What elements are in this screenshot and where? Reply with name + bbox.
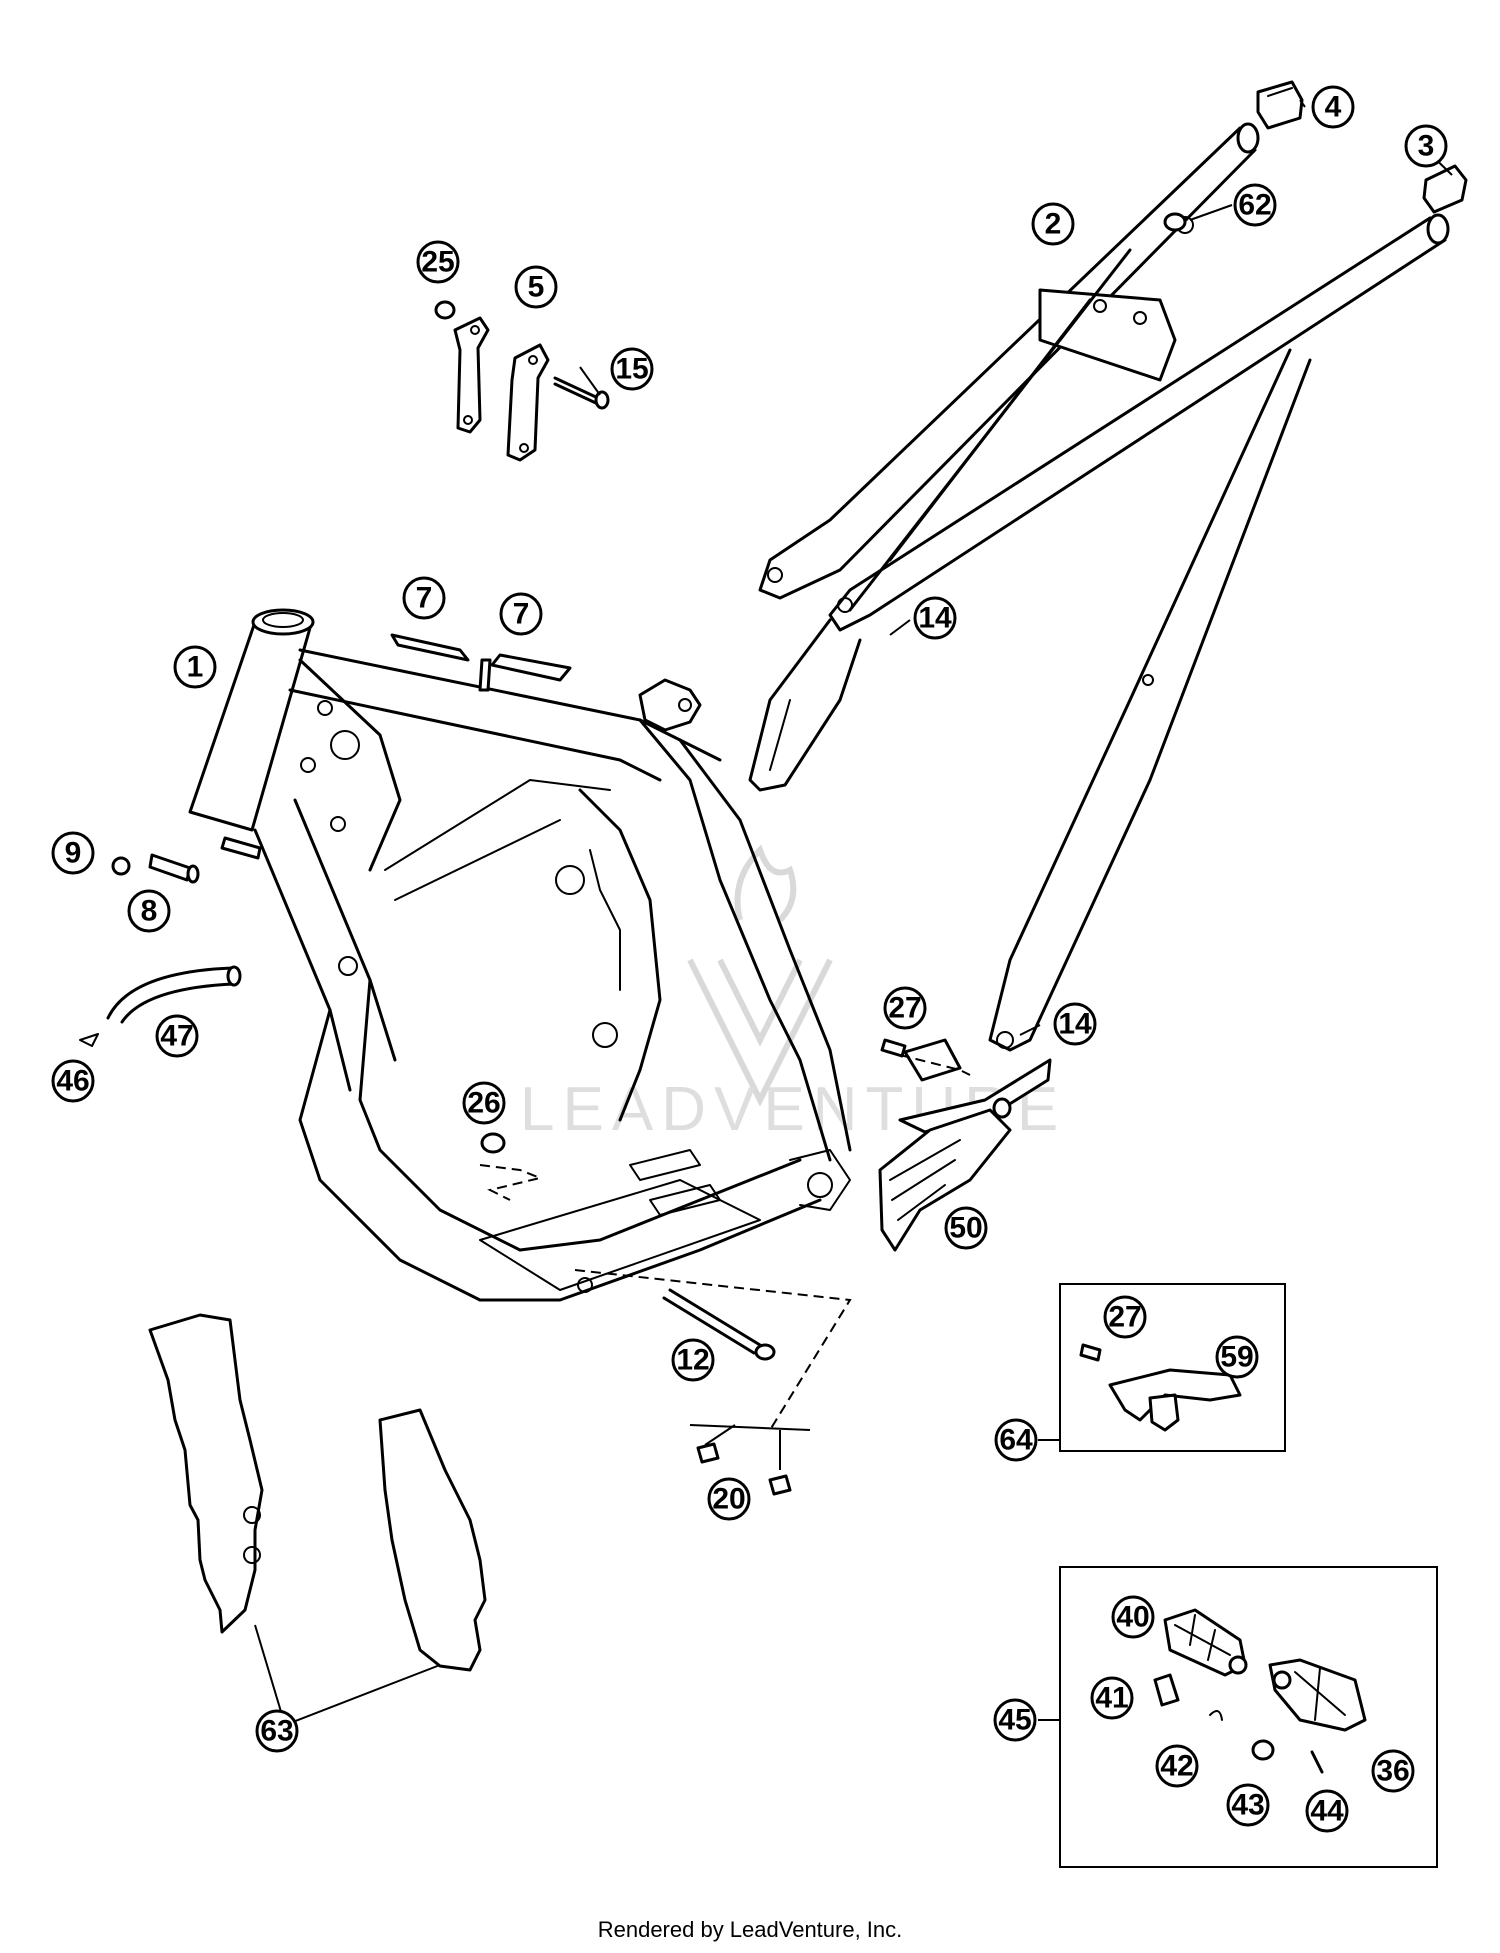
svg-text:44: 44: [1310, 1795, 1344, 1828]
main-frame: [188, 608, 852, 1302]
svg-text:59: 59: [1220, 1341, 1253, 1374]
svg-text:41: 41: [1095, 1682, 1128, 1715]
callout-9: 9: [51, 831, 95, 875]
callout-7b: 7: [499, 592, 543, 636]
svg-text:42: 42: [1160, 1750, 1193, 1783]
callout-3: 3: [1404, 124, 1448, 168]
bracket-59: [1079, 1343, 1242, 1432]
hose-47: [79, 965, 242, 1047]
svg-text:14: 14: [1058, 1008, 1092, 1041]
box-45: [1059, 1566, 1438, 1868]
nut-26: [480, 1132, 506, 1154]
callout-5: 5: [514, 265, 558, 309]
svg-text:46: 46: [56, 1065, 89, 1098]
callout-43: 43: [1226, 1783, 1270, 1827]
svg-text:36: 36: [1376, 1755, 1409, 1788]
spacer-62: [1163, 212, 1187, 232]
callout-12: 12: [671, 1338, 715, 1382]
callout-45: 45: [993, 1698, 1037, 1742]
callout-2: 2: [1031, 202, 1075, 246]
bolt-8-nut-9: [111, 836, 262, 884]
svg-text:15: 15: [615, 353, 648, 386]
svg-text:9: 9: [65, 837, 82, 870]
callout-41: 41: [1090, 1676, 1134, 1720]
svg-text:62: 62: [1238, 189, 1271, 222]
svg-text:3: 3: [1418, 130, 1435, 163]
end-cap-3: [1422, 164, 1468, 214]
svg-text:8: 8: [141, 895, 158, 928]
callout-14b: 14: [1053, 1002, 1097, 1046]
callout-25: 25: [416, 240, 460, 284]
svg-text:40: 40: [1116, 1601, 1149, 1634]
callout-1: 1: [173, 645, 217, 689]
svg-text:43: 43: [1231, 1789, 1264, 1822]
svg-text:7: 7: [416, 582, 433, 615]
callout-63: 63: [255, 1709, 299, 1753]
svg-text:2: 2: [1045, 208, 1062, 241]
svg-text:64: 64: [999, 1424, 1033, 1457]
svg-text:25: 25: [421, 246, 454, 279]
engine-guards-63: [148, 1313, 487, 1672]
callout-36: 36: [1371, 1749, 1415, 1793]
svg-text:4: 4: [1325, 91, 1342, 124]
subframe: [748, 122, 1450, 1052]
svg-text:47: 47: [160, 1020, 193, 1053]
svg-text:1: 1: [187, 651, 204, 684]
callout-14a: 14: [913, 596, 957, 640]
callout-50: 50: [944, 1206, 988, 1250]
callout-7a: 7: [402, 576, 446, 620]
callout-15: 15: [610, 347, 654, 391]
callout-8: 8: [127, 889, 171, 933]
svg-text:14: 14: [918, 602, 952, 635]
footer-credit: Rendered by LeadVenture, Inc.: [597, 1917, 903, 1942]
clips-20: [696, 1442, 792, 1496]
svg-text:50: 50: [949, 1212, 982, 1245]
callout-27b: 27: [1103, 1295, 1147, 1339]
callout-27a: 27: [883, 986, 927, 1030]
svg-text:12: 12: [676, 1344, 709, 1377]
end-cap-4: [1256, 80, 1304, 130]
callout-42: 42: [1155, 1744, 1199, 1788]
svg-text:5: 5: [528, 271, 545, 304]
svg-text:27: 27: [888, 992, 921, 1025]
svg-text:7: 7: [513, 598, 530, 631]
callout-64: 64: [994, 1418, 1038, 1462]
svg-text:27: 27: [1108, 1301, 1141, 1334]
callout-4: 4: [1311, 85, 1355, 129]
side-stand-bracket-50: [878, 1038, 1052, 1252]
svg-text:45: 45: [998, 1704, 1031, 1737]
callout-59: 59: [1215, 1335, 1259, 1379]
footpeg-assembly: [1153, 1608, 1367, 1774]
callout-62: 62: [1233, 183, 1277, 227]
callout-20: 20: [707, 1477, 751, 1521]
brackets-5: [434, 300, 610, 462]
box-64: [1059, 1283, 1286, 1452]
svg-text:20: 20: [712, 1483, 745, 1516]
callout-40: 40: [1111, 1595, 1155, 1639]
callout-26: 26: [462, 1081, 506, 1125]
callout-44: 44: [1305, 1789, 1349, 1833]
callout-46: 46: [51, 1059, 95, 1103]
callout-47: 47: [155, 1014, 199, 1058]
bolt-12: [662, 1288, 776, 1361]
svg-text:26: 26: [467, 1087, 500, 1120]
svg-text:63: 63: [260, 1715, 293, 1748]
protector-strips-7: [390, 633, 572, 692]
